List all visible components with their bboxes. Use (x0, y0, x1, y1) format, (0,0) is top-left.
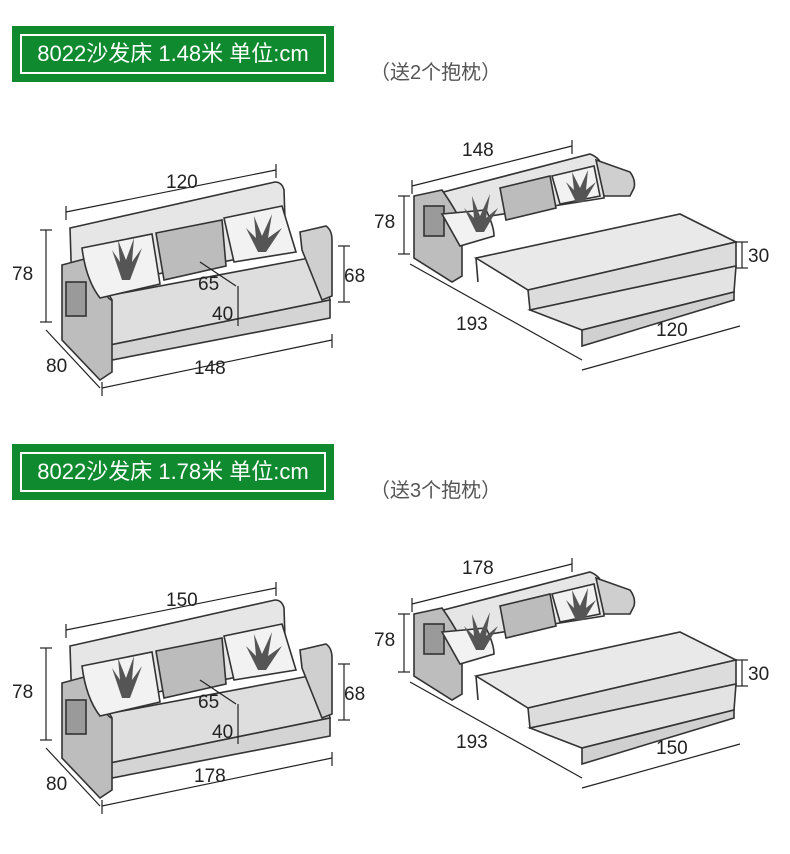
side-pocket-icon (65, 699, 87, 735)
sofa-bed-drawing: 150 78 68 80 178 65 40 178 78 193 150 30 (12, 558, 769, 814)
bed-width-label: 178 (462, 558, 494, 579)
title-text: 8022沙发床 1.48米 单位:cm (20, 34, 326, 74)
sofa-height-label: 78 (12, 264, 33, 285)
sofa-length-label: 148 (194, 358, 226, 379)
sofa-height-label: 78 (12, 682, 33, 703)
section-148: 8022沙发床 1.48米 单位:cm （送2个抱枕） (0, 0, 790, 418)
title-text: 8022沙发床 1.78米 单位:cm (20, 452, 326, 492)
bed-height-label: 78 (374, 630, 395, 651)
bed-thickness-label: 30 (748, 664, 769, 685)
section-178: 8022沙发床 1.78米 单位:cm （送3个抱枕） (0, 418, 790, 836)
bed-height-label: 78 (374, 212, 395, 233)
cannabis-leaf-icon (464, 170, 596, 232)
sofa-seat-height-label: 40 (212, 304, 233, 325)
sofa-depth-label: 80 (46, 774, 67, 795)
sofa-arm-height-label: 68 (344, 266, 365, 287)
cannabis-leaf-icon (464, 588, 596, 650)
bed-thickness-label: 30 (748, 246, 769, 267)
bed-length-label: 193 (456, 732, 488, 753)
cannabis-leaf-icon (112, 632, 282, 698)
bed-mattress-width-label: 120 (656, 320, 688, 341)
bed-mattress-width-label: 150 (656, 738, 688, 759)
sofa-seat-depth-label: 65 (198, 692, 219, 713)
sofa-arm-height-label: 68 (344, 684, 365, 705)
sofa-closed (61, 181, 333, 382)
sofa-width-label: 120 (166, 172, 198, 193)
sofa-length-label: 178 (194, 766, 226, 787)
cannabis-leaf-icon (112, 214, 282, 280)
sofa-width-label: 150 (166, 590, 198, 611)
side-pocket-icon (423, 205, 445, 237)
sofa-seat-height-label: 40 (212, 722, 233, 743)
title-badge: 8022沙发床 1.48米 单位:cm (12, 26, 334, 82)
bed-open (413, 153, 739, 348)
title-badge: 8022沙发床 1.78米 单位:cm (12, 444, 334, 500)
sofa-bed-drawing: 120 78 68 80 148 65 40 148 78 193 120 30 (12, 140, 769, 396)
pillow-note: （送2个抱枕） (370, 62, 502, 84)
sofa-seat-depth-label: 65 (198, 274, 219, 295)
sofa-depth-label: 80 (46, 356, 67, 377)
pillow-note: （送3个抱枕） (370, 480, 502, 502)
bed-open (413, 571, 739, 766)
bed-length-label: 193 (456, 314, 488, 335)
bed-width-label: 148 (462, 140, 494, 161)
side-pocket-icon (423, 623, 445, 655)
side-pocket-icon (65, 281, 87, 317)
